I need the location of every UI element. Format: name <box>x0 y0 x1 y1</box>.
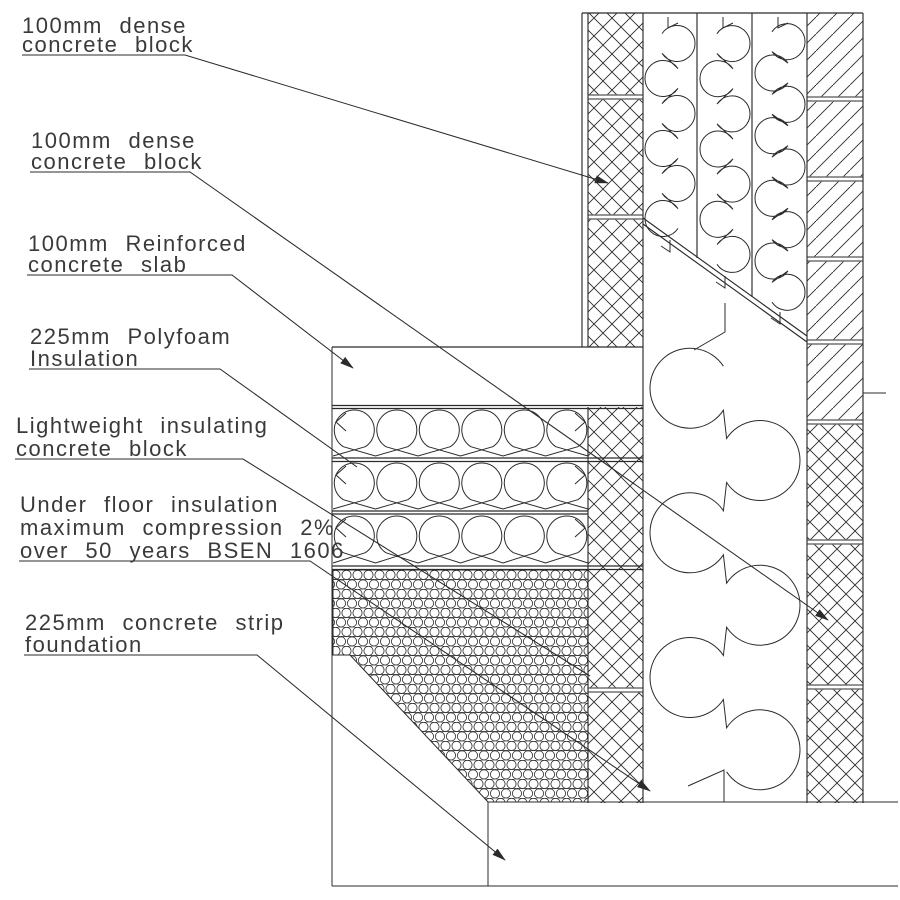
label-text: concrete block <box>31 149 203 174</box>
inner-leaf-block-lower-hatch <box>588 407 643 803</box>
insulation-end-hook <box>667 17 679 29</box>
label-text: Lightweight insulating <box>16 413 268 438</box>
floor-insulation-row <box>332 515 589 564</box>
masonry-joint <box>807 684 863 690</box>
masonry-joint <box>807 256 863 262</box>
masonry-joint <box>588 687 643 693</box>
label-dense-block-lower: 100mm dense concrete block <box>31 128 203 174</box>
label-text: concrete block <box>22 32 194 57</box>
label-text: over 50 years BSEN 1606 <box>20 538 345 563</box>
label-text: concrete slab <box>28 252 187 277</box>
masonry-joint <box>807 539 863 545</box>
label-text: Under floor insulation <box>20 492 279 517</box>
masonry-joint-line <box>807 256 863 262</box>
leader-dense-block-top <box>22 54 609 184</box>
insulation-end-hook <box>335 518 347 538</box>
cavity-insulation-strip <box>644 25 696 237</box>
cavity-insulation-strip <box>699 25 751 273</box>
label-text: 225mm Polyfoam <box>30 324 231 349</box>
insulation-end-hook <box>574 518 586 538</box>
masonry-joint-line <box>807 419 863 425</box>
label-text: 100mm Reinforced <box>28 231 247 256</box>
insulation-end-hook <box>687 769 725 802</box>
masonry-joint-line <box>588 687 643 693</box>
label-text: 225mm concrete strip <box>25 610 285 635</box>
insulation-end-hook <box>574 465 586 485</box>
label-text: 100mm dense <box>31 128 196 153</box>
cavity-insulation-strip <box>754 23 806 311</box>
label-text: concrete block <box>16 436 188 461</box>
masonry-joint-line <box>588 214 643 220</box>
masonry-joint <box>588 214 643 220</box>
label-text: foundation <box>25 632 143 657</box>
masonry-joint-line <box>807 684 863 690</box>
label-underfloor-insulation: Under floor insulation maximum compressi… <box>20 492 345 563</box>
floor-insulation-row <box>332 462 589 510</box>
leader-lightweight-block <box>15 458 591 677</box>
floor-insulation-row <box>332 409 589 457</box>
masonry-joint-line <box>807 539 863 545</box>
leader-dense-block-lower <box>30 171 829 621</box>
dpc-cavity-tray-line <box>642 217 808 343</box>
insulation-end-hook <box>693 303 726 351</box>
foundation-lines <box>331 347 898 887</box>
insulation-end-hook <box>777 17 789 29</box>
insulation-end-hook <box>335 412 347 432</box>
label-text: maximum compression 2% <box>20 515 335 540</box>
label-polyfoam-insulation: 225mm Polyfoam Insulation <box>30 324 231 371</box>
masonry-joint <box>588 94 643 100</box>
label-text: Insulation <box>30 346 139 371</box>
insulation-end-hook <box>715 276 726 289</box>
label-lightweight-block: Lightweight insulating concrete block <box>16 413 268 461</box>
masonry-joint <box>807 339 863 345</box>
leader-strip-foundation <box>24 654 506 861</box>
insulation-end-hook <box>335 465 347 485</box>
label-strip-foundation: 225mm concrete strip foundation <box>25 610 285 657</box>
inner-leaf-block-upper-hatch <box>588 13 643 347</box>
masonry-joint <box>807 96 863 102</box>
masonry-joint-line <box>588 94 643 100</box>
masonry-joint-line <box>807 96 863 102</box>
masonry-joint <box>807 176 863 182</box>
cavity-insulation-full-fill <box>649 347 801 791</box>
generated-detail-geometry <box>332 17 863 802</box>
insulation-end-hook <box>574 412 586 432</box>
leader-polyfoam-insulation <box>29 368 358 468</box>
leader-reinforced-slab <box>27 274 354 369</box>
label-dense-block-top: 100mm dense concrete block <box>22 13 194 57</box>
masonry-joint-line <box>807 339 863 345</box>
label-reinforced-slab: 100mm Reinforced concrete slab <box>28 231 247 277</box>
outer-leaf-brick-hatch <box>807 13 863 420</box>
insulation-end-hook <box>722 17 734 29</box>
label-text: 100mm dense <box>22 13 187 38</box>
underfloor-fill-hatch <box>332 569 589 803</box>
masonry-joint <box>807 419 863 425</box>
leader-underfloor-insulation <box>19 560 651 792</box>
floor-slab-lines <box>332 346 643 571</box>
masonry-joint-line <box>807 176 863 182</box>
